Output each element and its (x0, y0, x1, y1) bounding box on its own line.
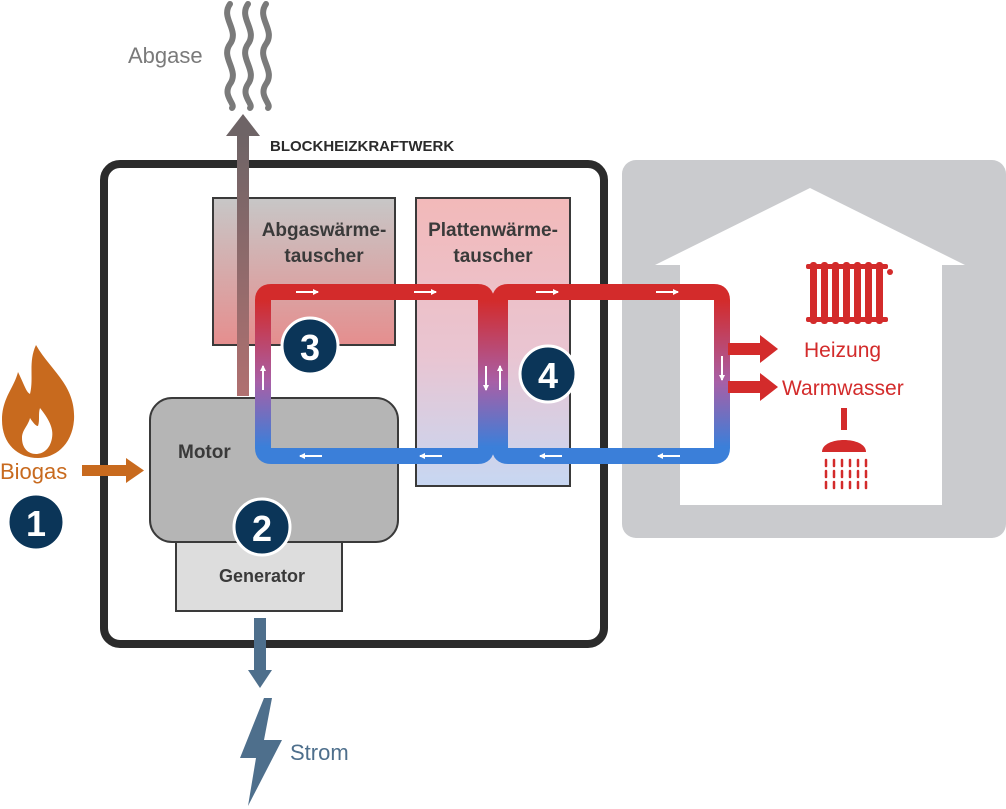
strom-label: Strom (290, 740, 349, 765)
step-1-label: 1 (26, 503, 46, 544)
strom-arrow (248, 618, 272, 688)
exhaust-hx-label-line2: tauscher (284, 246, 364, 267)
generator-label: Generator (219, 566, 305, 586)
lightning-icon (240, 698, 282, 806)
exhaust-label: Abgase (128, 43, 203, 68)
flow-arrows (260, 289, 725, 459)
step-2-label: 2 (252, 508, 272, 549)
step-badge-3: 3 (280, 316, 340, 376)
plate-hx-label-line2: tauscher (453, 246, 533, 267)
shower-icon (822, 408, 868, 490)
diagram-title: BLOCKHEIZKRAFTWERK (270, 138, 454, 155)
step-badge-1: 1 (6, 492, 66, 552)
house-supply-arrows (728, 335, 778, 401)
motor-label: Motor (178, 442, 231, 463)
step-3-label: 3 (300, 327, 320, 368)
bhkw-frame (100, 160, 608, 648)
step-badge-2: 2 (232, 497, 292, 557)
biogas-label: Biogas (0, 459, 67, 484)
step-badge-4: 4 (518, 344, 578, 404)
exhaust-hx-label-line1: Abgaswärme- (262, 220, 387, 241)
step-4-label: 4 (538, 355, 558, 396)
hot-water-label: Warmwasser (782, 377, 904, 400)
smoke-icon (224, 1, 272, 111)
flame-icon (2, 345, 75, 458)
plate-hx-label-line1: Plattenwärme- (428, 220, 558, 241)
exhaust-pipe (226, 114, 260, 396)
radiator-icon (806, 262, 893, 324)
heating-label: Heizung (804, 339, 881, 362)
biogas-arrow (82, 458, 144, 483)
